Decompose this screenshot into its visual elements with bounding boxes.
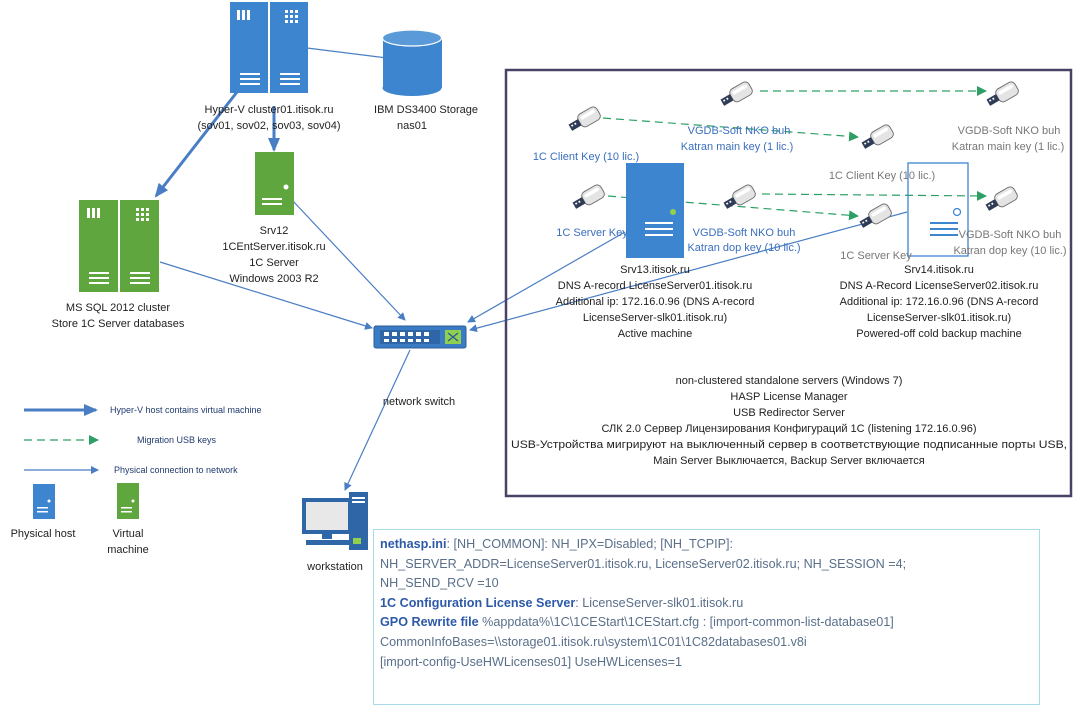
config-notes-box: nethasp.ini: [NH_COMMON]: NH_IPX=Disable… xyxy=(373,529,1040,705)
gpo-line-2: CommonInfoBases=\\storage01.itisok.ru\sy… xyxy=(380,634,807,649)
nethasp-label: nethasp.ini xyxy=(380,537,447,551)
legend: Hyper-V host contains virtual machine Mi… xyxy=(11,404,262,556)
frame-text-line: USB Redirector Server xyxy=(733,407,845,419)
hyperv-cluster-node[interactable]: Hyper-V cluster01.itisok.ru (sov01, sov0… xyxy=(197,2,341,132)
srv12-node[interactable]: Srv12 1CEntServer.itisok.ru 1C Server Wi… xyxy=(222,152,326,285)
link-srv13-switch xyxy=(467,231,626,323)
legend-virtual-machine-icon xyxy=(117,483,139,519)
vgdb-main-right-label-2: Katran main key (1 lic.) xyxy=(952,141,1064,153)
usb-key-icon xyxy=(857,201,894,232)
srv12-label-2: 1CEntServer.itisok.ru xyxy=(222,241,325,253)
mssql-label-1: MS SQL 2012 cluster xyxy=(66,302,170,314)
srv13-label-5: Active machine xyxy=(618,328,693,340)
nethasp-line-3: NH_SEND_RCV =10 xyxy=(380,576,499,591)
srv12-label-1: Srv12 xyxy=(260,225,289,237)
hyperv-label-2: (sov01, sov02, sov03, sov04) xyxy=(197,120,340,132)
server-key-right-label: 1C Server Key xyxy=(840,250,912,262)
srv14-label-3: Additional ip: 172.16.0.96 (DNS A-record xyxy=(840,296,1039,308)
usb-key-icon xyxy=(984,79,1021,110)
license-servers-frame xyxy=(504,68,1073,498)
frame-text-line: HASP License Manager xyxy=(730,391,848,403)
link-switch-workstation xyxy=(344,349,411,491)
migration-client-key xyxy=(602,117,859,142)
srv14-node[interactable]: Srv14.itisok.ru DNS A-Record LicenseServ… xyxy=(840,162,1039,340)
connections xyxy=(154,47,987,491)
srv13-label-1: Srv13.itisok.ru xyxy=(620,264,690,276)
vgdb-dop-right-label-1: VGDB-Soft NKO buh xyxy=(959,229,1062,241)
virtual-server-icon xyxy=(255,152,294,215)
frame-text-line: non-clustered standalone servers (Window… xyxy=(676,375,903,387)
legend-virtual-label-2: machine xyxy=(107,544,149,556)
server-key-left-label: 1C Server Key xyxy=(556,227,628,239)
notes-license-line: 1C Configuration License Server: License… xyxy=(380,594,1033,614)
vgdb-main-left-label-1: VGDB-Soft NKO buh xyxy=(688,125,791,137)
storage-node[interactable]: IBM DS3400 Storage nas01 xyxy=(374,29,478,132)
legend-physical-host-icon xyxy=(33,484,55,519)
notes-nethasp-line: nethasp.ini: [NH_COMMON]: NH_IPX=Disable… xyxy=(380,535,1033,555)
usb-key-icon xyxy=(983,184,1020,215)
usb-key-icon xyxy=(859,122,896,153)
vgdb-dop-left-label-1: VGDB-Soft NKO buh xyxy=(693,227,796,239)
srv12-label-4: Windows 2003 R2 xyxy=(229,273,318,285)
storage-label-2: nas01 xyxy=(397,120,427,132)
storage-label-1: IBM DS3400 Storage xyxy=(374,104,478,116)
link-hyperv-mssql xyxy=(154,91,239,198)
nethasp-line-2: NH_SERVER_ADDR=LicenseServer01.itisok.ru… xyxy=(380,556,907,571)
gpo-line-1: %appdata%\1C\1CEStart\1CEStart.cfg : [im… xyxy=(478,615,894,630)
srv14-label-5: Powered-off cold backup machine xyxy=(856,328,1022,340)
physical-server-icon xyxy=(230,2,308,93)
network-switch-node[interactable]: network switch xyxy=(373,325,467,408)
legend-migration: Migration USB keys xyxy=(137,435,217,445)
frame-description: non-clustered standalone servers (Window… xyxy=(511,375,1067,467)
license-value: : LicenseServer-slk01.itisok.ru xyxy=(575,595,744,610)
srv14-label-2: DNS A-Record LicenseServer02.itisok.ru xyxy=(840,280,1039,292)
link-hyperv-storage xyxy=(306,47,388,59)
migration-vgdb-dop xyxy=(761,190,987,201)
vgdb-dop-left-label-2: Katran dop key (10 lic.) xyxy=(687,242,800,254)
vgdb-main-left-label-2: Katran main key (1 lic.) xyxy=(681,141,793,153)
client-key-left-label: 1C Client Key (10 lic.) xyxy=(533,151,639,163)
link-mssql-switch xyxy=(159,261,373,330)
notes-gpo-line: GPO Rewrite file %appdata%\1C\1CEStart\1… xyxy=(380,613,1033,633)
srv13-node[interactable]: Srv13.itisok.ru DNS A-record LicenseServ… xyxy=(556,163,755,340)
database-cylinder-icon xyxy=(381,29,443,96)
nethasp-line-1: : [NH_COMMON]: NH_IPX=Disabled; [NH_TCPI… xyxy=(446,537,734,551)
gpo-label: GPO Rewrite file xyxy=(380,615,479,630)
hyperv-label-1: Hyper-V cluster01.itisok.ru xyxy=(205,104,334,116)
srv12-label-3: 1C Server xyxy=(249,257,299,269)
usb-key-icon xyxy=(570,182,607,213)
vgdb-main-right-label-1: VGDB-Soft NKO buh xyxy=(958,125,1061,137)
client-key-right-label: 1C Client Key (10 lic.) xyxy=(829,170,935,182)
mssql-cluster-node[interactable]: MS SQL 2012 cluster Store 1C Server data… xyxy=(52,200,185,330)
physical-server-icon xyxy=(626,163,684,258)
switch-icon xyxy=(373,325,467,349)
legend-physical-host-label: Physical host xyxy=(11,528,76,540)
srv13-label-2: DNS A-record LicenseServer01.itisok.ru xyxy=(558,280,752,292)
virtual-cluster-icon xyxy=(79,200,159,292)
srv13-label-4: LicenseServer-slk01.itisok.ru) xyxy=(583,312,727,324)
legend-physical-conn: Physical connection to network xyxy=(114,465,238,475)
vgdb-dop-right-label-2: Katran dop key (10 lic.) xyxy=(953,245,1066,257)
frame-text-line: СЛК 2.0 Сервер Лицензирования Конфигурац… xyxy=(601,423,976,435)
link-srv12-switch xyxy=(291,199,406,321)
switch-label: network switch xyxy=(383,396,455,408)
frame-text-line: Main Server Выключается, Backup Server в… xyxy=(653,455,924,467)
workstation-node[interactable]: workstation xyxy=(302,492,368,573)
license-label: 1C Configuration License Server xyxy=(380,595,576,610)
srv14-label-1: Srv14.itisok.ru xyxy=(904,264,974,276)
frame-text-line: USB-Устройства мигрируют на выключенный … xyxy=(511,439,1067,451)
workstation-icon xyxy=(302,492,368,550)
srv14-label-4: LicenseServer-slk01.itisok.ru) xyxy=(867,312,1011,324)
legend-host-contains: Hyper-V host contains virtual machine xyxy=(110,405,262,415)
legend-virtual-label-1: Virtual xyxy=(113,528,144,540)
mssql-label-2: Store 1C Server databases xyxy=(52,318,185,330)
usb-key-icon xyxy=(566,104,603,135)
gpo-line-3: [import-config-UseHWLicenses01] UseHWLic… xyxy=(380,654,683,669)
workstation-label: workstation xyxy=(306,561,363,573)
link-srv14-switch xyxy=(469,211,908,333)
physical-server-outline-icon xyxy=(907,162,969,257)
usb-key-icon xyxy=(718,79,755,110)
srv13-label-3: Additional ip: 172.16.0.96 (DNS A-record xyxy=(556,296,755,308)
